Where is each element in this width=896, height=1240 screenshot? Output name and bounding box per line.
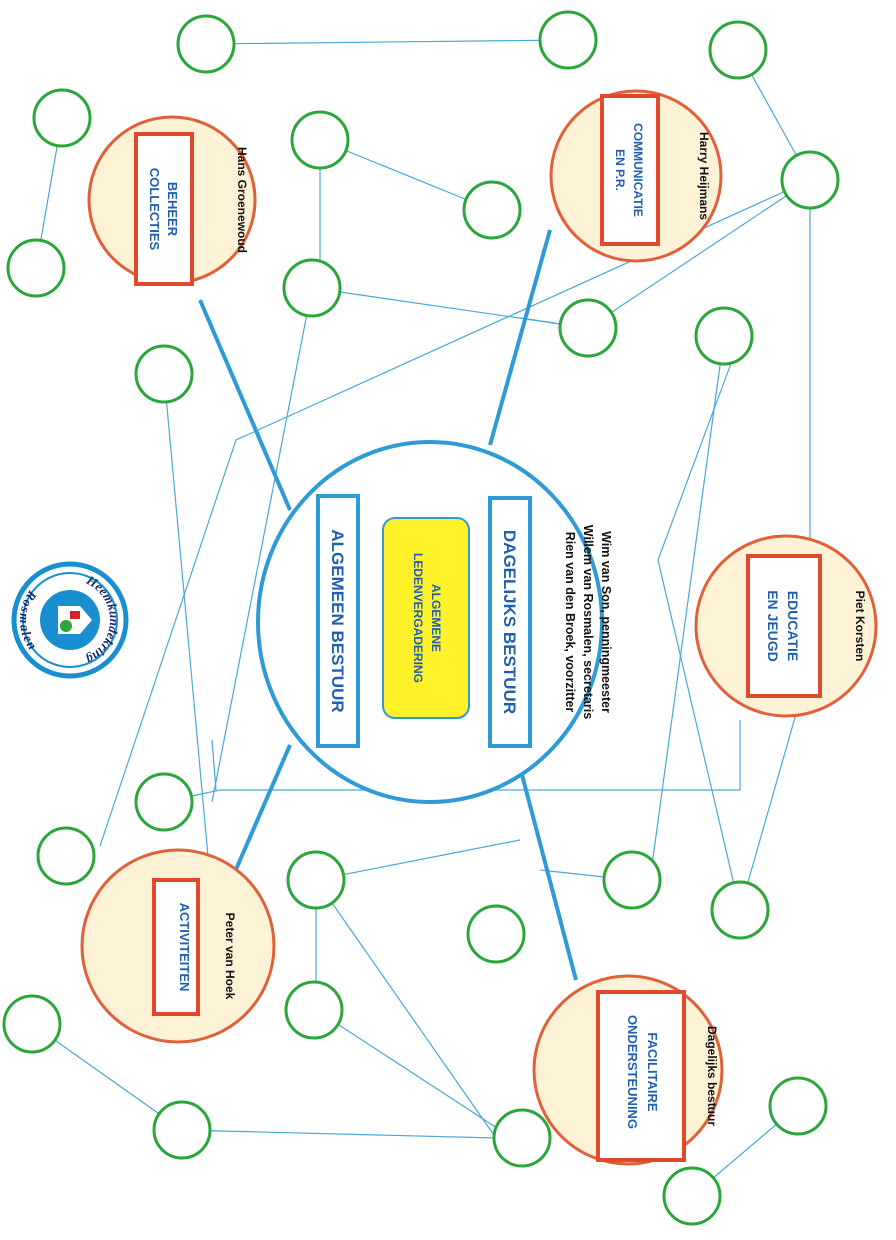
- thick-connector: [514, 751, 578, 981]
- empty-node-circle: [2, 994, 62, 1054]
- logo-seal: Heemkundekring Rosmalen: [11, 561, 129, 679]
- member-line-2: Willem van Rosmalen, secretaris: [581, 525, 595, 719]
- empty-node-circle: [6, 238, 66, 298]
- thin-connector: [649, 335, 725, 881]
- alv-line1: ALGEMENE: [429, 584, 443, 652]
- thin-connector: [163, 373, 213, 901]
- empty-node-circle: [558, 298, 618, 358]
- thick-connector: [198, 299, 292, 511]
- thin-connector: [319, 139, 493, 211]
- activiteiten-person: Peter van Hoek: [223, 913, 237, 1000]
- communicatie-line1: COMMUNICATIE: [631, 123, 645, 217]
- thin-connector: [205, 39, 569, 45]
- empty-node-circle: [492, 1108, 552, 1168]
- empty-node-circle: [134, 772, 194, 832]
- thin-connector: [315, 839, 521, 881]
- member-line-1: Rien van den Broek, voorzitter: [563, 532, 577, 713]
- empty-node-circle: [286, 850, 346, 910]
- dept-facilitaire: FACILITAIRE ONDERSTEUNING Dagelijks best…: [532, 974, 724, 1166]
- educatie-line2: EN JEUGD: [765, 590, 781, 662]
- svg-text:Rosmalen: Rosmalen: [17, 587, 41, 652]
- empty-node-circle: [134, 344, 194, 404]
- thin-connector: [315, 1009, 501, 1131]
- alv-line2: LEDENVERGADERING: [411, 553, 425, 683]
- thick-connection-lines: [198, 229, 578, 981]
- small-node-circles: [2, 10, 840, 1226]
- empty-node-circle: [152, 1100, 212, 1160]
- empty-node-circle: [466, 904, 526, 964]
- logo-arc-bottom: Rosmalen: [17, 587, 41, 652]
- empty-node-circle: [710, 880, 770, 940]
- educatie-line1: EDUCATIE: [785, 591, 801, 662]
- member-line-3: Wim van Son, penningmeester: [599, 531, 613, 713]
- empty-node-circle: [36, 826, 96, 886]
- thick-connector: [488, 229, 552, 446]
- empty-node-circle: [176, 14, 236, 74]
- empty-node-circle: [602, 850, 662, 910]
- empty-node-circle: [768, 1076, 828, 1136]
- thin-connector: [181, 1129, 497, 1139]
- beheer-line1: BEHEER: [165, 182, 180, 237]
- dept-educatie: EDUCATIE EN JEUGD Piet Korsten: [694, 534, 878, 718]
- empty-node-circle: [694, 306, 754, 366]
- communicatie-person: Harry Heijmans: [697, 132, 711, 220]
- facilitaire-line1: FACILITAIRE: [645, 1032, 660, 1112]
- thick-connector: [232, 744, 292, 875]
- dept-activiteiten: ACTIVITEITEN Peter van Hoek: [80, 848, 276, 1044]
- thin-connector: [99, 179, 811, 847]
- beheer-person: Hans Groenewoud: [235, 147, 249, 253]
- thin-connector: [657, 349, 741, 911]
- thin-connector: [739, 699, 801, 911]
- facilitaire-line2: ONDERSTEUNING: [625, 1015, 640, 1129]
- thin-connector: [587, 179, 811, 329]
- empty-node-circle: [780, 150, 840, 210]
- communicatie-line2: EN P.R.: [613, 149, 627, 191]
- beheer-line2: COLLECTIES: [147, 168, 162, 251]
- empty-node-circle: [282, 258, 342, 318]
- empty-node-circle: [708, 20, 768, 80]
- center-board-circle: ALGEMEEN BESTUUR ALGEMENE LEDENVERGADERI…: [256, 440, 613, 804]
- dept-communicatie: COMMUNICATIE EN P.R. Harry Heijmans: [549, 89, 723, 263]
- educatie-person: Piet Korsten: [853, 591, 867, 662]
- thin-connector: [211, 739, 217, 791]
- facilitaire-person: Dagelijks bestuur: [705, 1026, 719, 1126]
- dagelijks-bestuur-label: DAGELIJKS BESTUUR: [500, 530, 519, 714]
- thin-connector: [31, 1023, 183, 1131]
- thin-connector: [211, 287, 313, 803]
- dept-beheer-collecties: BEHEER COLLECTIES Hans Groenewoud: [87, 115, 257, 286]
- empty-node-circle: [662, 1166, 722, 1226]
- empty-node-circle: [290, 110, 350, 170]
- empty-node-circle: [32, 88, 92, 148]
- thin-connector: [315, 879, 497, 1139]
- empty-node-circle: [538, 10, 598, 70]
- activiteiten-line1: ACTIVITEITEN: [177, 903, 192, 992]
- empty-node-circle: [284, 980, 344, 1040]
- algemeen-bestuur-label: ALGEMEEN BESTUUR: [328, 529, 347, 712]
- empty-node-circle: [462, 180, 522, 240]
